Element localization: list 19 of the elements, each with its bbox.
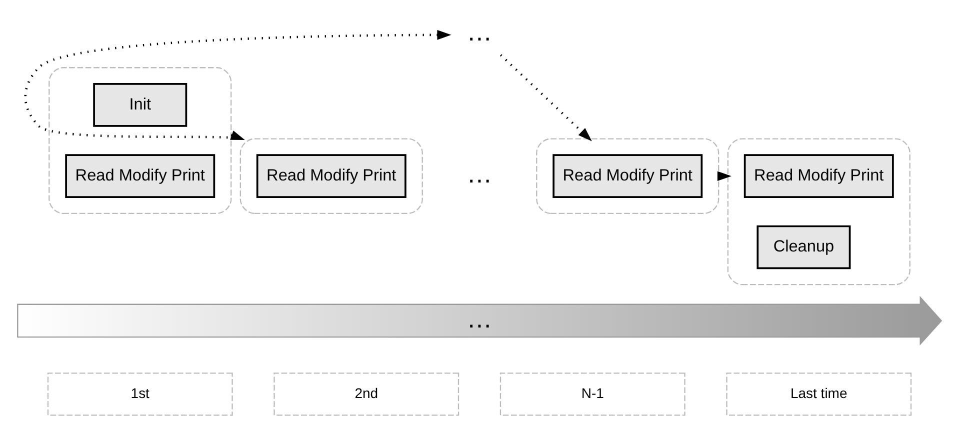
node-box: 1st bbox=[47, 372, 233, 416]
cluster bbox=[240, 138, 423, 214]
cluster bbox=[727, 138, 910, 286]
node-box: Init bbox=[93, 83, 188, 127]
cluster bbox=[536, 138, 720, 214]
arrow bbox=[230, 130, 245, 140]
node-box: Read Modify Print bbox=[744, 154, 894, 198]
arrow bbox=[717, 171, 732, 181]
node-box: N-1 bbox=[500, 372, 686, 416]
node-text: … bbox=[466, 18, 492, 46]
arrow bbox=[24, 30, 452, 140]
node-box: 2nd bbox=[274, 372, 460, 416]
node-box: Cleanup bbox=[756, 225, 851, 270]
node-box: Read Modify Print bbox=[65, 154, 216, 198]
node-box: Last time bbox=[726, 372, 912, 416]
node-box: Read Modify Print bbox=[256, 154, 406, 198]
node-box: Read Modify Print bbox=[552, 154, 703, 198]
arrow bbox=[500, 54, 592, 142]
label: … bbox=[466, 160, 492, 189]
